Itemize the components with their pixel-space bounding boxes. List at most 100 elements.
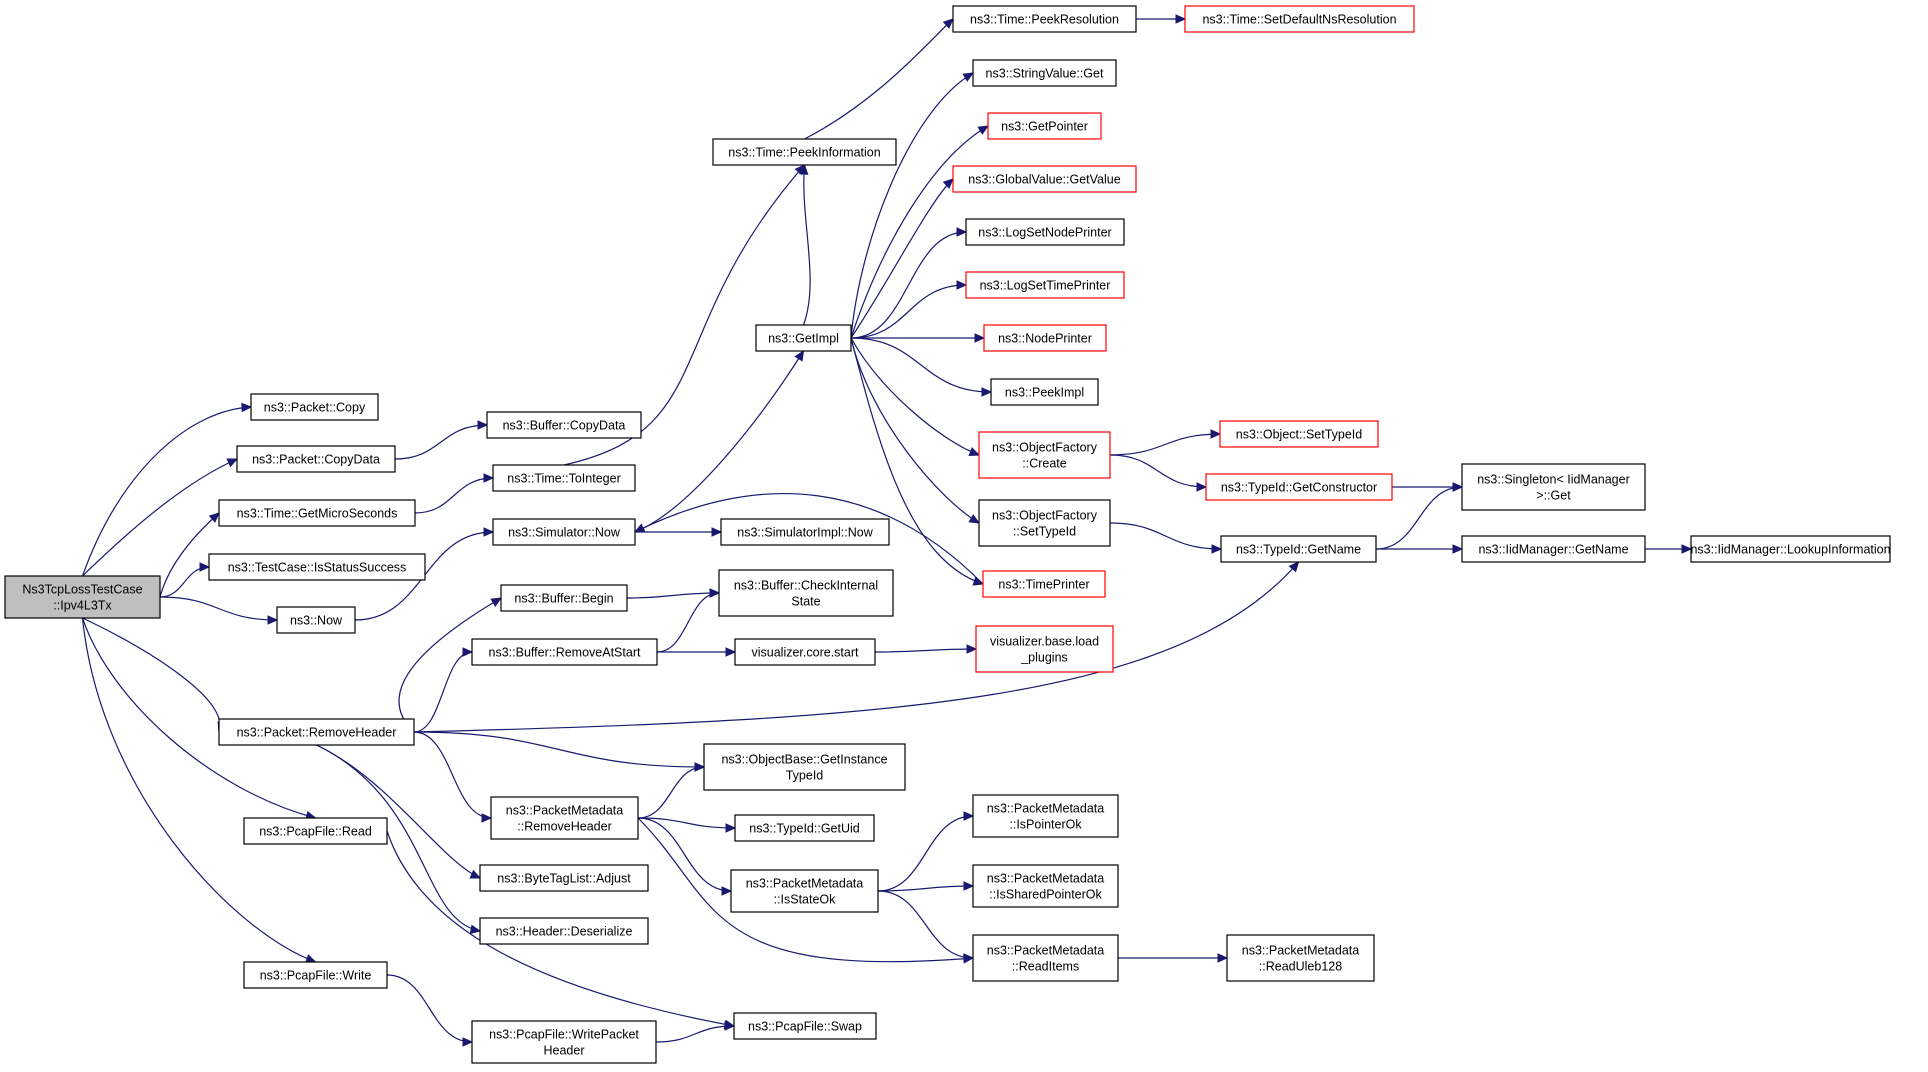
arrowhead-time_peekres bbox=[942, 18, 954, 29]
node-sv_get[interactable]: ns3::StringValue::Get bbox=[972, 59, 1117, 87]
edge-buf_begin-to-buf_checkinternal bbox=[626, 592, 720, 599]
node-box bbox=[218, 499, 416, 527]
node-typeid_getctor[interactable]: ns3::TypeId::GetConstructor bbox=[1205, 473, 1393, 501]
node-buf_begin[interactable]: ns3::Buffer::Begin bbox=[500, 584, 628, 612]
node-label: ::IsStateOk bbox=[774, 893, 837, 907]
node-logsettime[interactable]: ns3::LogSetTimePrinter bbox=[965, 271, 1125, 299]
edge-pm_isstateok-to-pm_readitems bbox=[877, 890, 974, 959]
arrowhead-sim_now bbox=[633, 523, 646, 533]
edge-pm_removeheader-to-pm_isstateok bbox=[637, 817, 732, 892]
node-label: ::RemoveHeader bbox=[517, 820, 612, 834]
edge-viz_start-to-viz_loadplugins bbox=[874, 648, 977, 653]
node-label: ns3::Buffer::Begin bbox=[514, 592, 613, 606]
node-label: ns3::Buffer::CheckInternal bbox=[734, 579, 878, 593]
node-time_peekinfo[interactable]: ns3::Time::PeekInformation bbox=[712, 138, 897, 166]
node-box bbox=[492, 464, 636, 492]
arrowhead-buf_checkinternal bbox=[709, 588, 721, 598]
node-label: >::Get bbox=[1536, 489, 1571, 503]
edge-root-to-tc_isstatus bbox=[159, 566, 210, 598]
node-pkt_removeheader[interactable]: ns3::Packet::RemoveHeader bbox=[218, 718, 415, 746]
node-label: ns3::ObjectFactory bbox=[992, 509, 1098, 523]
arrowhead-typeid_getuid bbox=[725, 823, 737, 833]
node-logsetnode[interactable]: ns3::LogSetNodePrinter bbox=[965, 218, 1125, 246]
node-buf_removeatstart[interactable]: ns3::Buffer::RemoveAtStart bbox=[471, 638, 658, 666]
arrowhead-pm_issharedok bbox=[963, 881, 975, 891]
node-pm_ispointerok[interactable]: ns3::PacketMetadata::IsPointerOk bbox=[972, 794, 1119, 838]
node-label: State bbox=[791, 595, 820, 609]
node-typeid_getuid[interactable]: ns3::TypeId::GetUid bbox=[734, 814, 875, 842]
node-label: ns3::GetPointer bbox=[1001, 120, 1088, 134]
node-label: ns3::StringValue::Get bbox=[986, 67, 1104, 81]
node-pm_issharedok[interactable]: ns3::PacketMetadata::IsSharedPointerOk bbox=[972, 864, 1119, 908]
node-pm_removeheader[interactable]: ns3::PacketMetadata::RemoveHeader bbox=[490, 796, 639, 840]
node-time_setdefault[interactable]: ns3::Time::SetDefaultNsResolution bbox=[1184, 5, 1415, 33]
node-box bbox=[712, 138, 897, 166]
node-timeprinter[interactable]: ns3::TimePrinter bbox=[982, 570, 1106, 598]
edge-root-to-pcap_read bbox=[81, 617, 316, 819]
node-getpointer[interactable]: ns3::GetPointer bbox=[987, 112, 1102, 140]
arrowhead-tc_isstatus bbox=[199, 562, 211, 572]
node-box bbox=[972, 864, 1119, 908]
node-typeid_getname[interactable]: ns3::TypeId::GetName bbox=[1220, 535, 1377, 563]
node-pm_readitems[interactable]: ns3::PacketMetadata::ReadItems bbox=[972, 934, 1119, 982]
arrowhead-sim_now bbox=[483, 527, 495, 537]
node-pkt_copy[interactable]: ns3::Packet::Copy bbox=[250, 393, 379, 421]
node-peekimpl[interactable]: ns3::PeekImpl bbox=[990, 378, 1099, 406]
node-label: ns3::Packet::RemoveHeader bbox=[237, 726, 397, 740]
arrowhead-time_tointeger bbox=[483, 473, 495, 483]
node-buf_copydata[interactable]: ns3::Buffer::CopyData bbox=[486, 411, 642, 439]
node-iid_getname[interactable]: ns3::IidManager::GetName bbox=[1461, 535, 1646, 563]
node-pcap_write[interactable]: ns3::PcapFile::Write bbox=[243, 961, 388, 989]
node-label: ::ReadUleb128 bbox=[1259, 960, 1342, 974]
node-gv_getvalue[interactable]: ns3::GlobalValue::GetValue bbox=[952, 165, 1137, 193]
node-now[interactable]: ns3::Now bbox=[276, 606, 356, 634]
node-btl_adjust[interactable]: ns3::ByteTagList::Adjust bbox=[479, 864, 649, 892]
node-obj_settypeid[interactable]: ns3::Object::SetTypeId bbox=[1219, 420, 1379, 448]
node-label: ns3::GetImpl bbox=[768, 332, 839, 346]
node-time_peekres[interactable]: ns3::Time::PeekResolution bbox=[952, 5, 1137, 33]
edge-root-to-pcap_write bbox=[81, 617, 316, 963]
node-label: ns3::NodePrinter bbox=[998, 332, 1092, 346]
node-box bbox=[500, 584, 628, 612]
edge-pkt_removeheader-to-typeid_getname bbox=[413, 561, 1299, 733]
node-pcap_read[interactable]: ns3::PcapFile::Read bbox=[243, 817, 388, 845]
edge-pkt_removeheader-to-ob_getinstance bbox=[413, 731, 705, 768]
node-iid_lookup[interactable]: ns3::IidManager::LookupInformation bbox=[1690, 535, 1891, 563]
node-label: ns3::Simulator::Now bbox=[508, 526, 621, 540]
node-label: ns3::PacketMetadata bbox=[987, 872, 1104, 886]
node-of_create[interactable]: ns3::ObjectFactory::Create bbox=[978, 431, 1111, 479]
edge-of_settypeid-to-typeid_getname bbox=[1109, 522, 1222, 550]
node-box bbox=[730, 869, 879, 913]
node-sim_now[interactable]: ns3::Simulator::Now bbox=[492, 518, 636, 546]
node-pkt_copydata[interactable]: ns3::Packet::CopyData bbox=[236, 445, 396, 473]
edge-of_create-to-typeid_getctor bbox=[1109, 454, 1207, 488]
node-label: ns3::TypeId::GetName bbox=[1236, 543, 1361, 557]
node-pm_readuleb[interactable]: ns3::PacketMetadata::ReadUleb128 bbox=[1226, 934, 1375, 982]
arrowhead-iid_getname bbox=[1452, 544, 1464, 554]
node-hdr_deserialize[interactable]: ns3::Header::Deserialize bbox=[479, 917, 649, 945]
node-time_tointeger[interactable]: ns3::Time::ToInteger bbox=[492, 464, 636, 492]
arrowhead-pcap_writepacketheader bbox=[462, 1037, 474, 1047]
node-simimpl_now[interactable]: ns3::SimulatorImpl::Now bbox=[720, 518, 890, 546]
node-singleton_get[interactable]: ns3::Singleton< IidManager>::Get bbox=[1461, 463, 1646, 511]
node-label: ns3::Buffer::RemoveAtStart bbox=[489, 646, 641, 660]
node-tc_isstatus[interactable]: ns3::TestCase::IsStatusSuccess bbox=[208, 553, 426, 581]
node-label: ns3::Time::PeekInformation bbox=[728, 146, 880, 160]
node-viz_loadplugins[interactable]: visualizer.base.load_plugins bbox=[975, 625, 1114, 673]
node-nodeprinter[interactable]: ns3::NodePrinter bbox=[983, 324, 1107, 352]
arrowhead-ob_getinstance bbox=[694, 762, 706, 772]
arrowhead-typeid_getname bbox=[1288, 561, 1300, 573]
node-box bbox=[982, 570, 1106, 598]
node-time_getmicro[interactable]: ns3::Time::GetMicroSeconds bbox=[218, 499, 416, 527]
node-box bbox=[243, 817, 388, 845]
node-pcap_swap[interactable]: ns3::PcapFile::Swap bbox=[733, 1012, 877, 1040]
node-box bbox=[718, 569, 894, 617]
node-pm_isstateok[interactable]: ns3::PacketMetadata::IsStateOk bbox=[730, 869, 879, 913]
node-viz_start[interactable]: visualizer.core.start bbox=[734, 638, 876, 666]
node-of_settypeid[interactable]: ns3::ObjectFactory::SetTypeId bbox=[978, 499, 1111, 547]
node-getimpl[interactable]: ns3::GetImpl bbox=[755, 324, 852, 352]
node-label: ns3::ObjectFactory bbox=[992, 441, 1098, 455]
